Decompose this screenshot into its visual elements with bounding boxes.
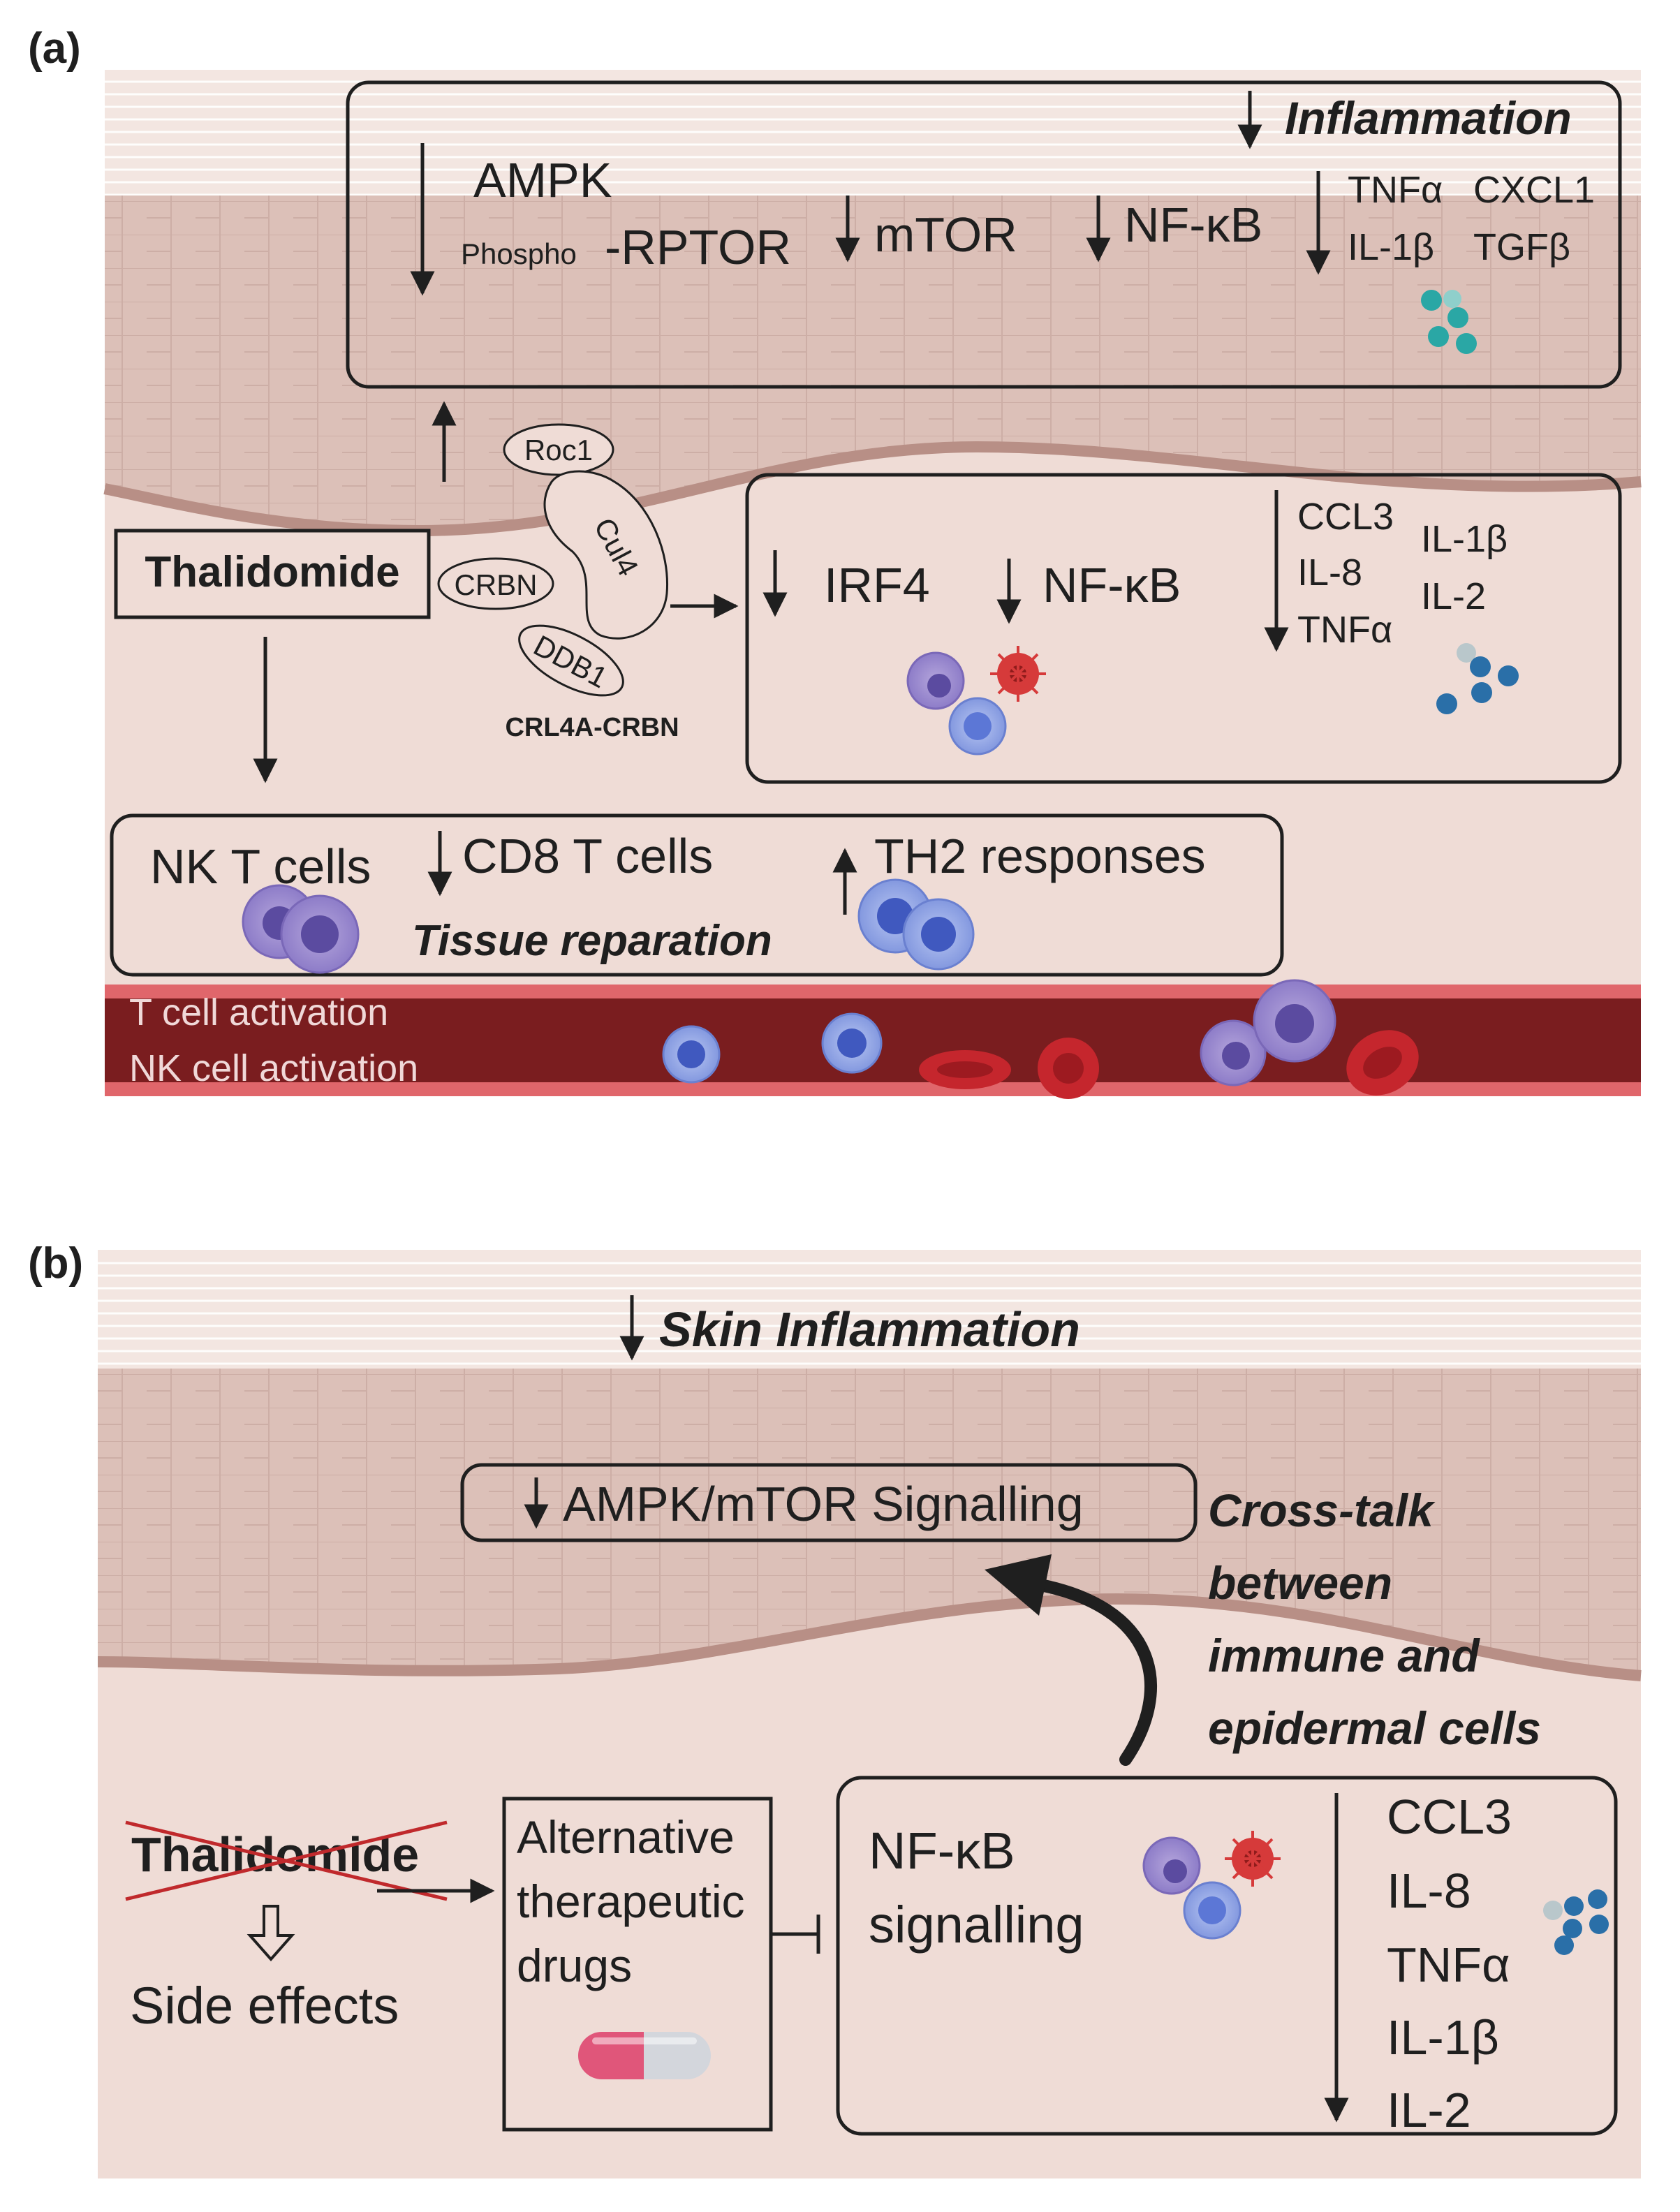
thalidomide-label: Thalidomide — [145, 548, 399, 596]
nfkb-signalling-box: NF-κB signalling CCL3 IL-8 TNFα I — [836, 1776, 1618, 2137]
nk-cell-activation-label: NK cell activation — [129, 1047, 418, 1089]
panel-a-skin — [103, 70, 1642, 1096]
panel-b-label: (b) — [28, 1239, 83, 1288]
cytokine-label: TNFα — [1297, 609, 1392, 651]
blood-vessel: T cell activation NK cell activation — [105, 979, 1641, 1099]
mtor-label: mTOR — [874, 207, 1017, 262]
crosstalk-line: between — [1208, 1557, 1392, 1609]
cytokine-label: IL-2 — [1387, 2083, 1471, 2137]
t-cell-activation-label: T cell activation — [129, 991, 388, 1033]
th2-responses-label: TH2 responses — [874, 829, 1206, 883]
nfkb-line: NF-κB — [869, 1822, 1015, 1880]
crosstalk-text: Cross-talk between immune and epidermal … — [1208, 1484, 1541, 1754]
alternative-drugs-box: Alternative therapeutic drugs — [502, 1797, 773, 2132]
cytokine-label: IL-1β — [1387, 2010, 1499, 2065]
cross-line — [125, 1820, 448, 1901]
ampk-label: AMPK — [473, 153, 612, 207]
cytokine-label: TNFα — [1387, 1938, 1510, 1992]
nfkb-label: NF-κB — [1124, 198, 1262, 252]
ampk-mtor-label: AMPK/mTOR Signalling — [563, 1477, 1084, 1531]
thalidomide-crossed: Thalidomide — [125, 1820, 448, 1901]
epidermal-signalling-box: Inflammation AMPK Phospho -RPTOR mTOR NF… — [346, 80, 1622, 389]
cytokine-label: CXCL1 — [1473, 169, 1595, 211]
cytokine-label: CCL3 — [1387, 1790, 1512, 1844]
cytokine-label: IL-8 — [1297, 552, 1362, 593]
phospho-label: Phospho — [461, 237, 577, 270]
crosstalk-line: immune and — [1208, 1630, 1480, 1681]
cytokine-dots-icon — [1543, 1889, 1609, 1955]
panel-b: (b) Skin Inflammation AMPK/mTOR Signalli… — [28, 1239, 1642, 2178]
cytokine-label: IL-1β — [1348, 226, 1434, 268]
inhibition-arrow-icon — [771, 1915, 820, 1954]
alternative-line: therapeutic — [517, 1875, 745, 1927]
panel-b-skin — [97, 1250, 1642, 2178]
tissue-reparation-label: Tissue reparation — [412, 917, 772, 965]
th2-cell-icon — [857, 878, 975, 971]
cytokine-dots-icon — [1436, 643, 1519, 714]
nk-t-cell-icon — [242, 884, 360, 974]
lymphocyte-box: NK T cells CD8 T cells TH2 responses Tis… — [110, 813, 1284, 977]
rptor-label: -RPTOR — [605, 220, 791, 274]
complex-name-label: CRL4A-CRBN — [505, 713, 679, 742]
side-effects-label: Side effects — [130, 1977, 399, 2035]
panel-a-label: (a) — [28, 24, 81, 73]
nfkb-line: signalling — [869, 1896, 1084, 1954]
alternative-line: Alternative — [517, 1811, 735, 1863]
crosstalk-line: epidermal cells — [1208, 1702, 1541, 1754]
cytokine-label: TNFα — [1348, 169, 1443, 211]
irf4-label: IRF4 — [824, 558, 930, 612]
pill-icon — [578, 2032, 711, 2079]
nk-t-cells-label: NK T cells — [150, 839, 371, 894]
hollow-down-arrow-icon — [246, 1905, 295, 1962]
cytokine-label: IL-1β — [1421, 518, 1508, 560]
curved-arrow-icon — [985, 1554, 1157, 1766]
immune-cells-icon — [906, 646, 1046, 755]
cytokine-dots-icon — [1421, 290, 1477, 354]
cytokine-label: IL-2 — [1421, 575, 1486, 617]
skin-inflammation-label: Skin Inflammation — [659, 1302, 1080, 1357]
alternative-line: drugs — [517, 1940, 632, 1991]
cytokine-label: IL-8 — [1387, 1864, 1471, 1918]
crbn-label: CRBN — [454, 568, 537, 601]
blood-cells-icon — [662, 979, 1419, 1099]
roc1-label: Roc1 — [524, 434, 593, 466]
immune-signalling-box: IRF4 NF-κB CCL3 IL-8 TNFα IL-1β IL-2 — [745, 473, 1622, 784]
immune-cells-icon — [1142, 1831, 1281, 1940]
crl4a-crbn-complex: Roc1 Cul4 CRBN DDB1 CRL4A-CRBN — [437, 423, 679, 742]
panel-a: (a) Inflammation AMPK Phospho -RPTOR mTO… — [28, 24, 1642, 1099]
nfkb-label: NF-κB — [1042, 558, 1181, 612]
ampk-mtor-box: AMPK/mTOR Signalling — [460, 1463, 1198, 1542]
inflammation-label: Inflammation — [1285, 92, 1572, 144]
thalidomide-box: Thalidomide — [114, 529, 431, 619]
cytokine-label: CCL3 — [1297, 496, 1394, 538]
cytokine-label: TGFβ — [1473, 226, 1570, 268]
crosstalk-line: Cross-talk — [1208, 1484, 1436, 1536]
cd8-t-cells-label: CD8 T cells — [462, 829, 713, 883]
